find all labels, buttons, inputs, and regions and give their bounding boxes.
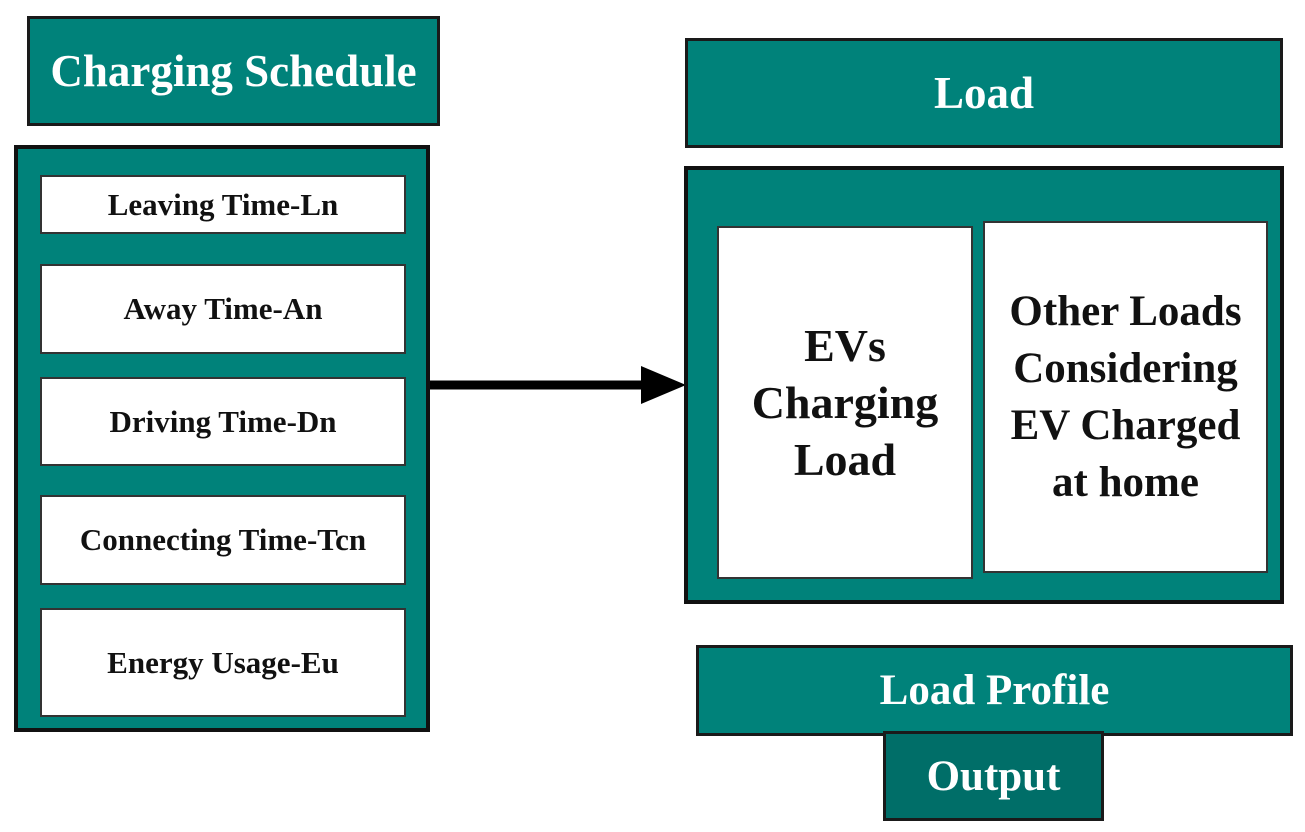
ev-charging-load-line-1: EVs (804, 320, 886, 371)
other-loads-line-3: EV Charged (1010, 402, 1241, 449)
energy-usage-box: Energy Usage-Eu (40, 608, 406, 717)
away-time-box: Away Time-An (40, 264, 406, 354)
load-profile-title: Load Profile (696, 645, 1293, 736)
other-loads-line-1: Other Loads (1009, 288, 1242, 335)
output-title: Output (883, 731, 1104, 821)
ev-charging-load-line-3: Load (793, 434, 897, 485)
other-loads-line-2: Considering (1013, 345, 1238, 392)
connecting-time-box: Connecting Time-Tcn (40, 495, 406, 585)
ev-charging-load-line-2: Charging (751, 377, 939, 428)
leaving-time-box: Leaving Time-Ln (40, 175, 406, 234)
other-loads-box: Other Loads Considering EV Charged at ho… (983, 221, 1268, 573)
load-title: Load (685, 38, 1283, 148)
charging-schedule-title: Charging Schedule (27, 16, 440, 126)
ev-charging-load-box: EVs Charging Load (717, 226, 973, 579)
driving-time-box: Driving Time-Dn (40, 377, 406, 466)
other-loads-line-4: at home (1052, 459, 1199, 506)
